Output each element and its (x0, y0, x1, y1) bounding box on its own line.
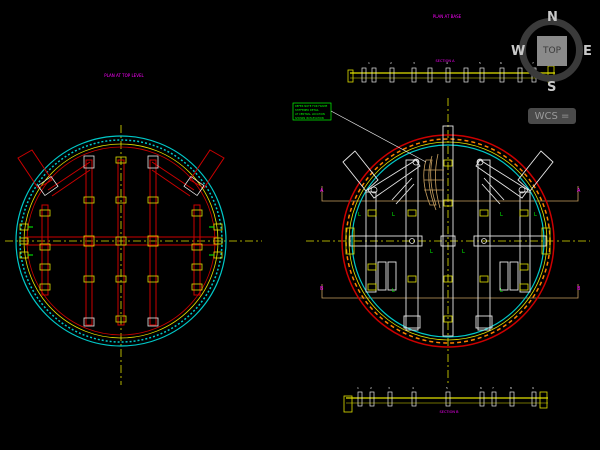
left-plates (37, 155, 205, 327)
ucs-menu-button[interactable]: WCS = (528, 108, 576, 124)
viewcube-compass-ring[interactable] (519, 18, 583, 82)
svg-text:6: 6 (480, 386, 482, 390)
svg-text:1: 1 (357, 386, 359, 390)
svg-text:2: 2 (370, 386, 372, 390)
right-plan-title: PLAN AT BASE (433, 14, 462, 19)
viewcube[interactable]: N S E W TOP (511, 8, 593, 98)
left-strut-nw (47, 161, 91, 191)
bottom-strip-title: SECTION B (440, 410, 460, 414)
svg-text:5: 5 (479, 61, 481, 65)
svg-text:STIFFENER DETAIL: STIFFENER DETAIL (295, 108, 319, 112)
left-nodes (19, 156, 223, 323)
left-outer-ring (15, 135, 227, 347)
svg-text:L: L (430, 249, 433, 255)
svg-text:3: 3 (388, 386, 390, 390)
right-plan: A A B B (292, 14, 590, 385)
right-frame-right (473, 159, 547, 331)
svg-text:L: L (392, 288, 395, 294)
left-bracket-ne (189, 149, 225, 189)
section-cut-lines (321, 186, 579, 299)
left-strut-ne (151, 161, 195, 191)
left-strut-nw2 (51, 169, 91, 197)
section-letters: A A B B (320, 188, 581, 292)
right-frame-left (349, 159, 423, 331)
svg-text:SHOWN IN ELEVATION: SHOWN IN ELEVATION (295, 116, 324, 120)
top-strip-title: SECTION A (436, 59, 456, 63)
compass-west[interactable]: W (511, 44, 526, 59)
right-green-marks: L L L L L L L L (358, 212, 537, 294)
left-plan: PLAN AT TOP LEVEL (5, 73, 262, 385)
right-nodes (345, 159, 551, 323)
svg-text:4: 4 (446, 61, 448, 65)
right-outer-ring (341, 134, 555, 348)
svg-text:B: B (320, 286, 324, 292)
svg-text:9: 9 (532, 386, 534, 390)
compass-north[interactable]: N (547, 10, 558, 25)
svg-text:B: B (577, 286, 581, 292)
svg-text:4: 4 (412, 386, 414, 390)
svg-text:7: 7 (492, 386, 494, 390)
svg-text:1: 1 (368, 61, 370, 65)
left-green-tags (28, 226, 214, 256)
svg-text:8: 8 (510, 386, 512, 390)
svg-text:6: 6 (500, 61, 502, 65)
svg-text:AT CENTRAL LOCATION: AT CENTRAL LOCATION (295, 112, 325, 116)
left-plan-title: PLAN AT TOP LEVEL (104, 73, 144, 78)
svg-text:L: L (534, 212, 537, 218)
note-callout: REFER NOTE FOR FRAME STIFFENER DETAIL AT… (292, 102, 427, 163)
left-strut-ne2 (151, 169, 191, 197)
svg-text:REFER NOTE FOR FRAME: REFER NOTE FOR FRAME (295, 104, 328, 108)
svg-text:3: 3 (413, 61, 415, 65)
svg-text:L: L (500, 212, 503, 218)
viewcube-top-face[interactable]: TOP (537, 36, 567, 66)
compass-south[interactable]: S (547, 80, 557, 95)
right-central-column (440, 125, 456, 337)
right-bracket-nw (342, 150, 379, 192)
right-pivots (370, 158, 526, 244)
right-yellow-ring (348, 141, 548, 341)
svg-text:A: A (320, 188, 324, 194)
left-red-ring (26, 146, 216, 336)
bottom-section-strip: 1 2 3 4 5 6 7 8 9 SECTION B (343, 386, 548, 414)
stiffener-fan (423, 153, 444, 211)
right-cyan-ring (351, 144, 545, 338)
svg-text:L: L (462, 249, 465, 255)
compass-east[interactable]: E (583, 44, 592, 59)
svg-text:L: L (500, 288, 503, 294)
svg-text:5: 5 (446, 386, 448, 390)
svg-text:A: A (577, 188, 581, 194)
right-bracket-ne (517, 150, 554, 192)
svg-text:2: 2 (390, 61, 392, 65)
svg-text:L: L (358, 212, 361, 218)
left-inner-ring (23, 143, 219, 339)
left-bracket-nw (17, 149, 53, 189)
svg-text:L: L (392, 212, 395, 218)
